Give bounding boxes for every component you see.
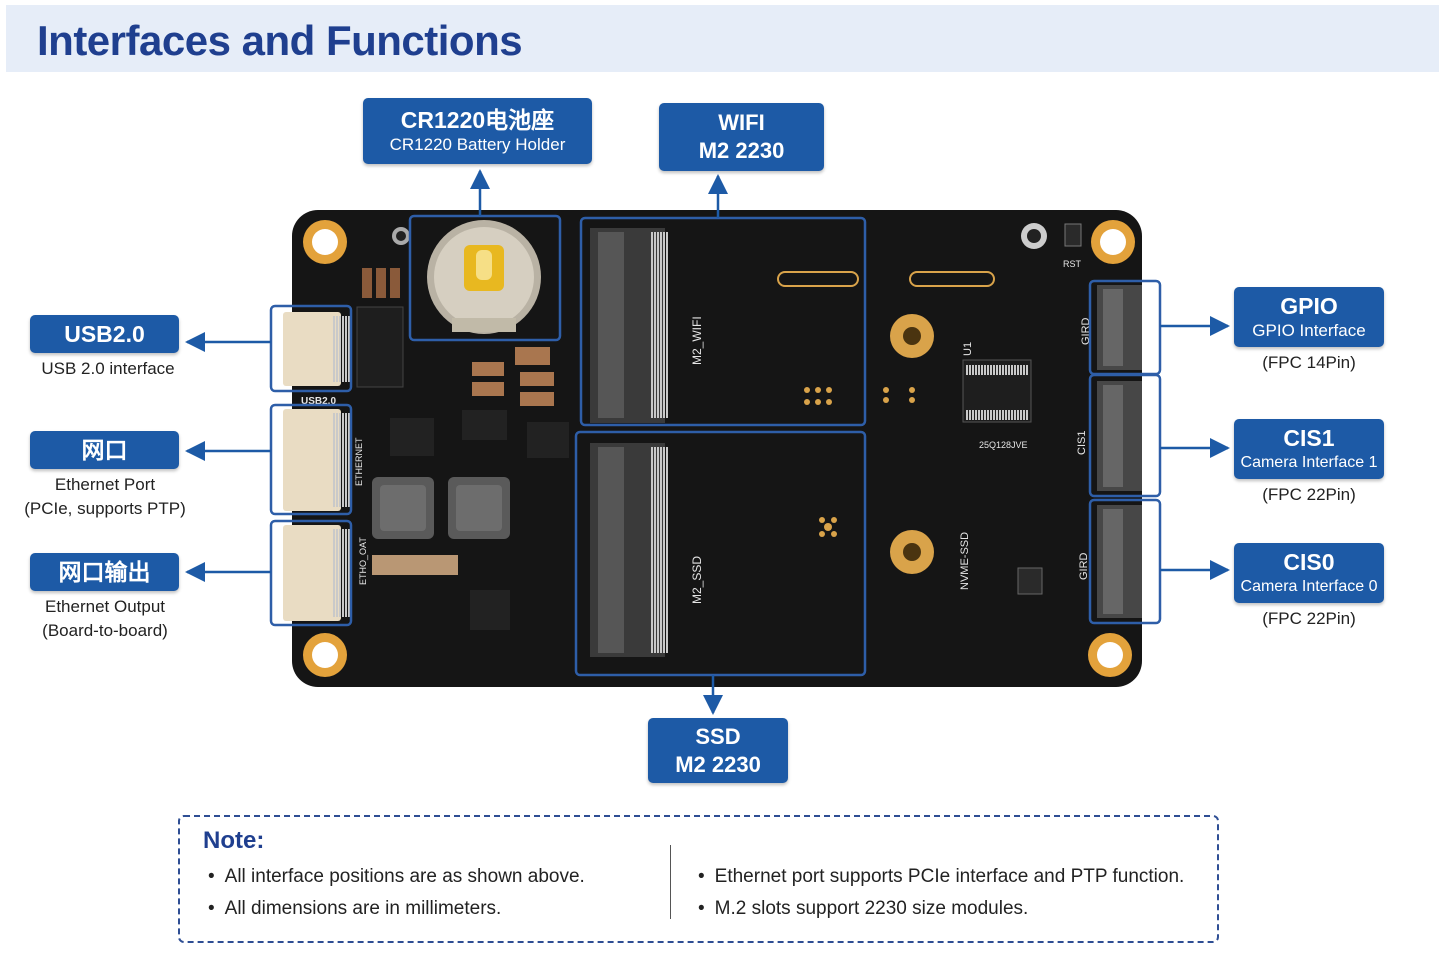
ethernet-label: 网口: [30, 431, 179, 469]
gpio-label-subtitle: GPIO Interface: [1252, 321, 1366, 340]
note-item: Ethernet port supports PCIe interface an…: [698, 861, 1185, 893]
battery-holder-label: CR1220电池座 CR1220 Battery Holder: [363, 98, 592, 164]
eth-out-silk: ETHO_OAT: [358, 537, 368, 585]
ethernet-output-label: 网口输出: [30, 553, 179, 591]
usb-label-title: USB2.0: [64, 321, 145, 347]
note-list-left: All interface positions are as shown abo…: [208, 861, 585, 925]
silkscreen: USB2.0 M2_WIFI M2_SSD NVME-SSD RST 25Q12…: [301, 259, 1092, 604]
battery-label-en: CR1220 Battery Holder: [389, 135, 566, 154]
note-title: Note:: [203, 827, 265, 854]
note-item: M.2 slots support 2230 size modules.: [698, 893, 1184, 925]
ssd-label-line1: SSD: [695, 723, 741, 749]
wifi-label-line2: M2 2230: [698, 138, 785, 163]
gpio-description: (FPC 14Pin): [1262, 353, 1356, 372]
cis0-label-subtitle: Camera Interface 0: [1240, 578, 1378, 595]
mounting-holes: [303, 220, 1135, 677]
cis1-description: (FPC 22Pin): [1262, 485, 1356, 504]
cis0-label: CIS0 Camera Interface 0: [1234, 543, 1384, 603]
usb-description: USB 2.0 interface: [41, 359, 175, 378]
ethernet-output-desc-line2: (Board-to-board): [42, 621, 168, 640]
gpio-label-title: GPIO: [1280, 293, 1338, 319]
callout-arrows: [185, 169, 1230, 715]
ethernet-description: Ethernet Port (PCIe, supports PTP): [10, 473, 200, 521]
note-divider: [670, 845, 671, 919]
chip-code: 25Q128JVE: [979, 440, 1028, 450]
rst-silk: RST: [1063, 259, 1082, 269]
highlight-boxes: [269, 214, 1162, 677]
ethernet-output-desc-line1: Ethernet Output: [44, 597, 166, 616]
header-banner: Interfaces and Functions: [6, 5, 1439, 72]
ethernet-desc-line1: Ethernet Port: [54, 475, 156, 494]
usb-silk: USB2.0: [301, 396, 336, 407]
wifi-label-line1: WIFI: [718, 110, 765, 135]
ssd-label-line2: M2 2230: [675, 751, 761, 777]
ethernet-desc-line2: (PCIe, supports PTP): [24, 499, 186, 518]
m2-slots: [590, 228, 668, 657]
eth-silk: ETHERNET: [354, 437, 364, 486]
battery-label-cn: CR1220电池座: [400, 107, 555, 133]
ethernet-output-label-title: 网口输出: [58, 559, 151, 585]
cis0-description: (FPC 22Pin): [1262, 609, 1356, 628]
fpc-connectors: [1097, 285, 1142, 618]
note-item: All interface positions are as shown abo…: [208, 861, 585, 893]
cis1-label-title: CIS1: [1283, 425, 1335, 451]
note-box: Note: All interface positions are as sho…: [178, 815, 1219, 943]
note-item: All dimensions are in millimeters.: [208, 893, 585, 925]
cis1-label-subtitle: Camera Interface 1: [1240, 454, 1378, 471]
cis0-label-title: CIS0: [1283, 549, 1335, 575]
ethernet-output-description: Ethernet Output (Board-to-board): [10, 595, 200, 643]
u1-silk: U1: [962, 342, 974, 356]
battery-holder: [427, 220, 541, 334]
wifi-label: WIFI M2 2230: [659, 103, 824, 171]
ssd-label: SSD M2 2230: [648, 718, 788, 783]
ssd-silk: M2_SSD: [690, 556, 704, 604]
note-list-right: Ethernet port supports PCIe interface an…: [698, 861, 1185, 925]
cis1-silk: CIS1: [1076, 431, 1088, 455]
components: [356, 223, 1082, 630]
page-title: Interfaces and Functions: [37, 17, 523, 64]
nvme-silk: NVME-SSD: [959, 532, 971, 590]
ethernet-label-title: 网口: [81, 437, 128, 463]
gpio-label: GPIO GPIO Interface: [1234, 287, 1384, 347]
cis1-label: CIS1 Camera Interface 1: [1234, 419, 1384, 479]
wifi-silk: M2_WIFI: [690, 316, 704, 365]
usb-label: USB2.0: [30, 315, 179, 353]
left-connectors: [283, 312, 351, 621]
gird-silk-2: GIRD: [1078, 552, 1090, 580]
